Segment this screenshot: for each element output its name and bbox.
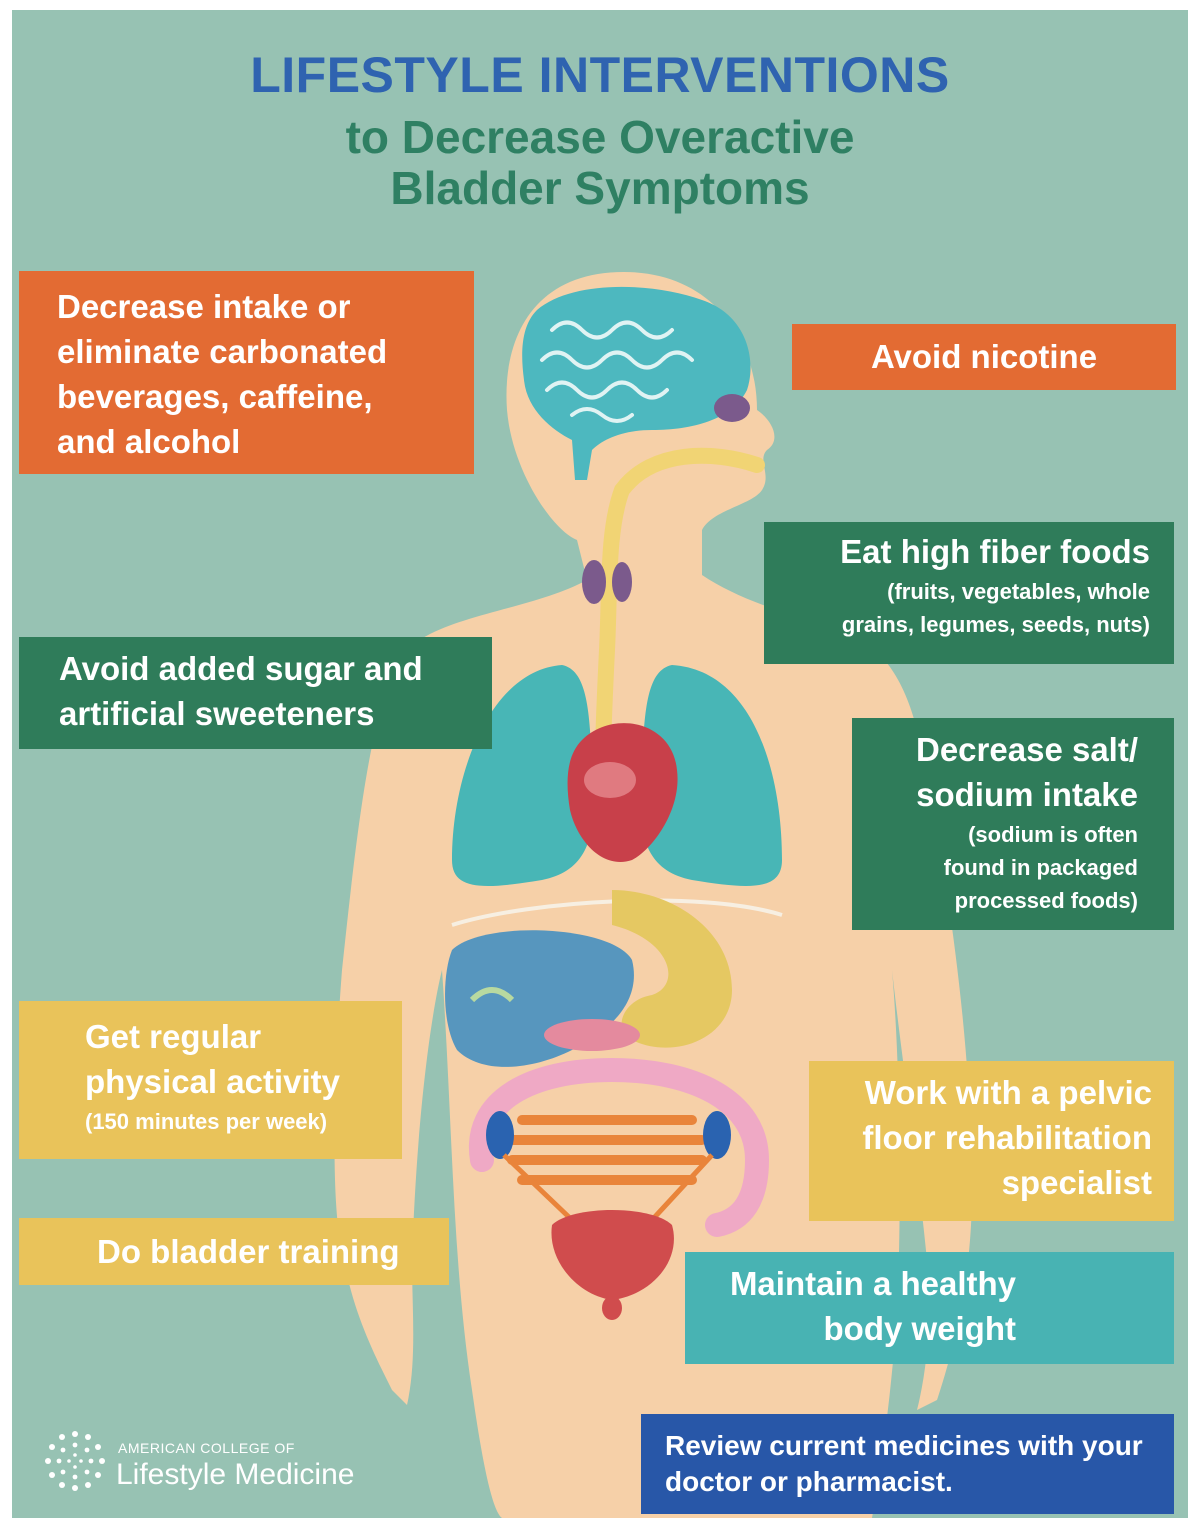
tip-pelvic-text: Work with a pelvic floor rehabilitation … xyxy=(862,1074,1152,1201)
poster-title: LIFESTYLE INTERVENTIONS xyxy=(250,47,950,103)
gallbladder xyxy=(469,987,515,1003)
tip-beverages: Decrease intake or eliminate carbonated … xyxy=(19,271,474,474)
tip-salt-text: Decrease salt/ sodium intake xyxy=(916,731,1138,813)
tip-bladder: Do bladder training xyxy=(19,1218,449,1285)
large-intestine xyxy=(468,1057,770,1237)
small-intestine xyxy=(507,1115,707,1185)
right-kidney xyxy=(703,1111,731,1159)
left-kidney xyxy=(486,1111,514,1159)
tip-pelvic: Work with a pelvic floor rehabilitation … xyxy=(809,1061,1174,1221)
tip-fiber-note: (fruits, vegetables, whole grains, legum… xyxy=(841,578,1150,637)
tip-sugar: Avoid added sugar and artificial sweeten… xyxy=(19,637,492,749)
tip-nicotine-text: Avoid nicotine xyxy=(870,338,1098,375)
urethra xyxy=(602,1296,622,1320)
infographic-poster: LIFESTYLE INTERVENTIONS to Decrease Over… xyxy=(12,10,1188,1518)
tip-activity-text: Get regular physical activity xyxy=(85,1018,340,1100)
brain xyxy=(522,286,751,480)
tip-nicotine: Avoid nicotine xyxy=(792,324,1176,390)
pituitary xyxy=(714,394,750,422)
brain-folds xyxy=(540,320,694,423)
subtitle-line-2: Bladder Symptoms xyxy=(390,161,810,214)
tip-weight: Maintain a healthy body weight xyxy=(685,1252,1174,1364)
bladder-organ xyxy=(551,1210,674,1300)
thyroid xyxy=(582,560,606,604)
tip-activity-note: (150 minutes per week) xyxy=(85,1108,328,1134)
heart-highlight xyxy=(584,762,636,798)
subtitle-line-1: to Decrease Overactive xyxy=(345,111,855,163)
ureters xyxy=(502,1153,714,1222)
tip-salt-note: (sodium is often found in packaged proce… xyxy=(943,821,1138,913)
thyroid-right xyxy=(612,562,632,602)
pancreas xyxy=(544,1019,640,1051)
stomach xyxy=(612,890,732,1048)
tip-weight-text: Maintain a healthy body weight xyxy=(729,1265,1016,1347)
poster-subtitle: to Decrease Overactive Bladder Symptoms xyxy=(12,112,1188,213)
tip-medicines-text: Review current medicines with your docto… xyxy=(665,1430,1143,1498)
tip-sugar-text: Avoid added sugar and artificial sweeten… xyxy=(59,650,423,732)
tip-medicines: Review current medicines with your docto… xyxy=(641,1414,1174,1514)
logo-org-small: AMERICAN COLLEGE OF xyxy=(118,1440,295,1456)
tip-fiber-text: Eat high fiber foods xyxy=(840,533,1150,570)
logo-dots-icon xyxy=(45,1431,105,1491)
tip-activity: Get regular physical activity (150 minut… xyxy=(19,1001,402,1159)
right-lung xyxy=(640,665,782,886)
tip-bladder-text: Do bladder training xyxy=(97,1233,400,1270)
tip-salt: Decrease salt/ sodium intake (sodium is … xyxy=(852,718,1174,930)
tip-fiber: Eat high fiber foods (fruits, vegetables… xyxy=(764,522,1174,664)
logo-org-big: Lifestyle Medicine xyxy=(116,1458,355,1491)
tip-beverages-text: Decrease intake or eliminate carbonated … xyxy=(57,288,388,460)
